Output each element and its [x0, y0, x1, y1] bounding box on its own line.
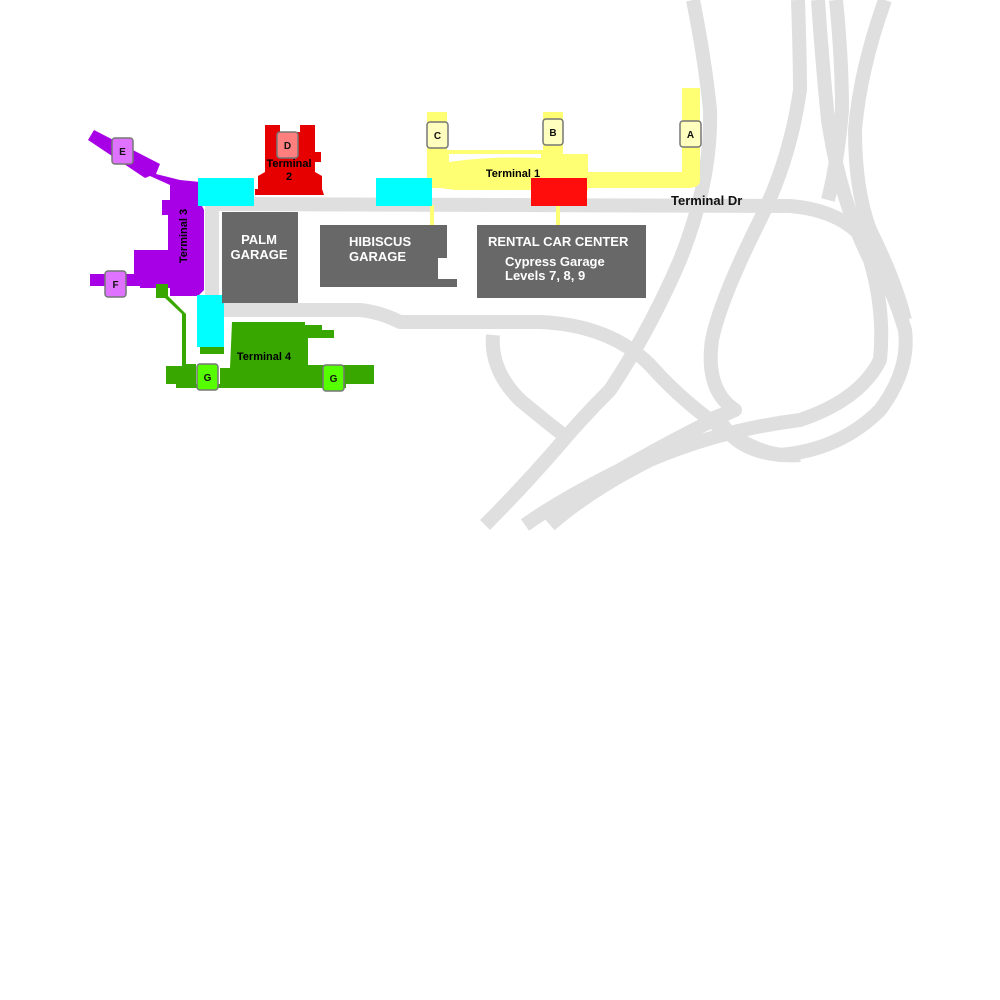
gate-g-left[interactable]: G [196, 363, 219, 391]
terminal-dr-label: Terminal Dr [671, 193, 742, 208]
terminal-1-label: Terminal 1 [486, 168, 540, 180]
terminal-1[interactable] [427, 88, 700, 225]
svg-text:C: C [434, 131, 441, 142]
connector-t3-t4 [197, 295, 224, 347]
road-ramp-4[interactable] [545, 0, 889, 531]
cypress-levels-label: Levels 7, 8, 9 [505, 268, 585, 283]
road-ramp-1[interactable] [485, 334, 575, 446]
terminal-1-red-block [531, 178, 587, 206]
svg-text:D: D [284, 141, 291, 152]
gate-e[interactable]: E [111, 137, 134, 165]
svg-text:B: B [549, 128, 556, 139]
terminal-2[interactable] [255, 125, 324, 195]
svg-text:G: G [204, 373, 212, 384]
svg-text:F: F [112, 280, 118, 291]
connector-t2-t3 [198, 178, 254, 206]
hibiscus-garage-label-2: GARAGE [349, 249, 406, 264]
road-ramp-6[interactable] [821, 0, 849, 202]
palm-garage-label-2: GARAGE [230, 247, 287, 262]
terminal-2-label-line1: Terminal [266, 158, 311, 170]
connector-t1-t2 [376, 178, 432, 206]
terminal-4[interactable] [156, 284, 374, 388]
cypress-garage-label: Cypress Garage [505, 254, 605, 269]
terminal-3-label: Terminal 3 [178, 209, 190, 263]
rental-car-center[interactable] [477, 225, 646, 298]
road-ramp-5[interactable] [848, 0, 912, 322]
palm-garage-label-1: PALM [241, 232, 277, 247]
terminal-3[interactable] [88, 130, 204, 296]
gate-g-right[interactable]: G [322, 364, 345, 392]
svg-text:G: G [330, 374, 338, 385]
svg-text:E: E [119, 147, 126, 158]
road-ramp-2[interactable] [480, 0, 718, 530]
gate-c[interactable]: C [426, 121, 449, 149]
road-left-loop[interactable] [205, 204, 801, 463]
gate-d[interactable]: D [276, 131, 299, 159]
palm-garage[interactable] [222, 212, 298, 303]
gate-f[interactable]: F [104, 270, 127, 298]
roads [205, 0, 913, 531]
svg-text:A: A [687, 130, 694, 141]
hibiscus-garage[interactable] [320, 225, 457, 287]
gate-a[interactable]: A [679, 120, 702, 148]
terminal-2-label-line2: 2 [286, 171, 292, 183]
terminal-4-label: Terminal 4 [237, 351, 292, 363]
gate-b[interactable]: B [542, 118, 564, 146]
hibiscus-garage-label-1: HIBISCUS [349, 234, 411, 249]
rental-car-center-label: RENTAL CAR CENTER [488, 234, 629, 249]
